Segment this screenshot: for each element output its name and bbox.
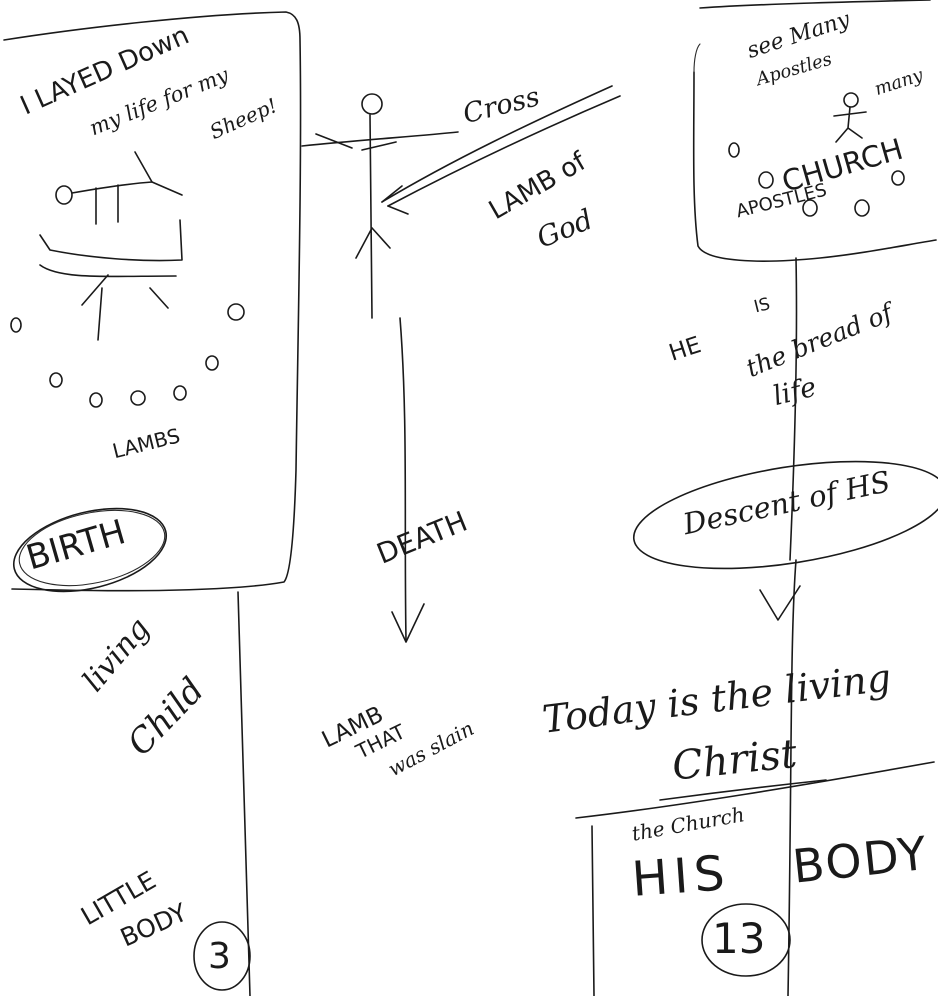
cross-figure [301, 93, 459, 319]
descent-stage-oval [632, 460, 938, 570]
his-label: HIS [630, 845, 733, 908]
church-panel-top-edge [693, 43, 701, 73]
apostles-circles [728, 142, 905, 217]
birth-stage-oval-stroke2 [18, 509, 166, 587]
lamb-of-god-arrow [381, 85, 621, 215]
shepherd-figure [39, 151, 183, 341]
death-arrow [391, 317, 425, 643]
descent-arrow [759, 257, 801, 996]
bottom-left-panel-edge [237, 591, 251, 996]
lambs-circles [10, 303, 245, 408]
birth-panel-frame [3, 11, 302, 592]
apostle-figure [833, 92, 867, 143]
christ-underline [659, 779, 827, 801]
church-panel-frame [692, 0, 937, 262]
body-number: 13 [712, 914, 766, 963]
birth-stage-oval [12, 507, 168, 593]
little-body-number: 3 [208, 936, 231, 977]
body-number-circle [701, 903, 791, 977]
little-body-number-circle [193, 921, 251, 991]
bottom-right-panel-top [575, 761, 935, 819]
bottom-right-panel-left [591, 825, 595, 996]
